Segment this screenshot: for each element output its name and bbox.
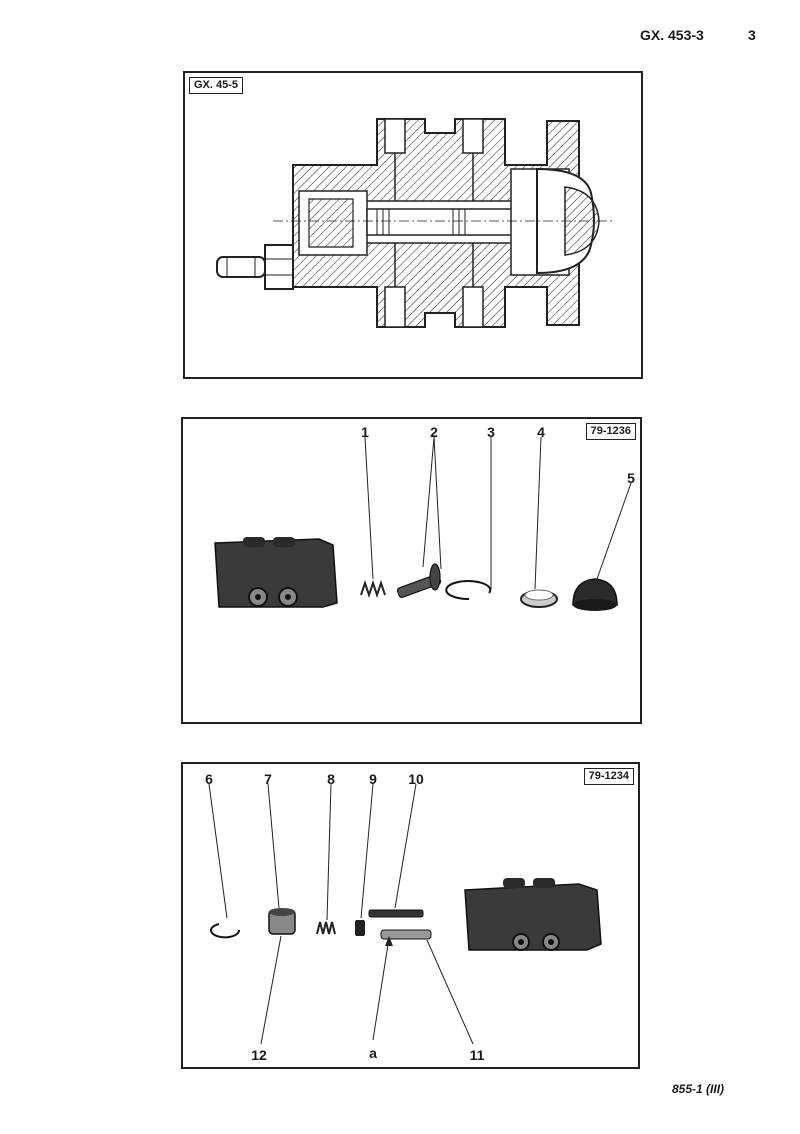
cross-section-drawing [216,118,615,328]
brake-pipe [216,256,266,278]
callout-7: 7 [264,771,272,787]
figure-parts-photo-1: 1 2 3 4 5 79-1236 [181,417,642,724]
figure-reference: 79-1234 [583,768,634,785]
document-footer: 855-1 (III) [672,1082,725,1096]
leader-lines [364,436,632,590]
fitting-nut [264,244,294,290]
callout-8: 8 [327,771,335,787]
document-code: GX. 453-3 [640,27,704,43]
port-bottom-1 [384,286,406,328]
spring-photo [360,579,386,599]
push-rod-photo [368,909,424,918]
port-bottom-2 [462,286,484,328]
parts-photo-2: 6 7 8 9 10 11 12 a [205,771,602,1063]
callout-6: 6 [205,771,213,787]
callout-4: 4 [537,424,545,440]
figure-reference: GX. 45-5 [189,77,244,94]
left-piston [308,198,354,248]
plunger-photo [380,929,432,940]
valve-body-photo [214,538,338,608]
callout-1: 1 [361,424,369,440]
valve-insert-photo [355,920,365,936]
port-top-2 [462,118,484,154]
spring-photo [316,921,336,935]
callout-9: 9 [369,771,377,787]
callout-5: 5 [627,470,635,486]
port-top-1 [384,118,406,154]
figure-reference: 79-1236 [585,423,636,440]
callout-11: 11 [470,1047,485,1063]
dust-cap-photo [572,578,618,606]
figure-cross-section: GX. 45-5 [183,71,643,379]
valve-body-photo [464,883,602,951]
callout-12: 12 [251,1047,267,1063]
snap-ring-photo [445,580,492,601]
callout-3: 3 [487,424,495,440]
callout-10: 10 [408,771,424,787]
callout-a: a [369,1045,377,1061]
callout-2: 2 [430,424,438,440]
snap-ring-photo [210,923,240,939]
parts-photo-1: 1 2 3 4 5 [214,424,635,611]
page-number: 3 [748,27,756,43]
leader-lines [208,783,474,1045]
figure-parts-photo-2: 6 7 8 9 10 11 12 a 79-1234 [181,762,640,1069]
